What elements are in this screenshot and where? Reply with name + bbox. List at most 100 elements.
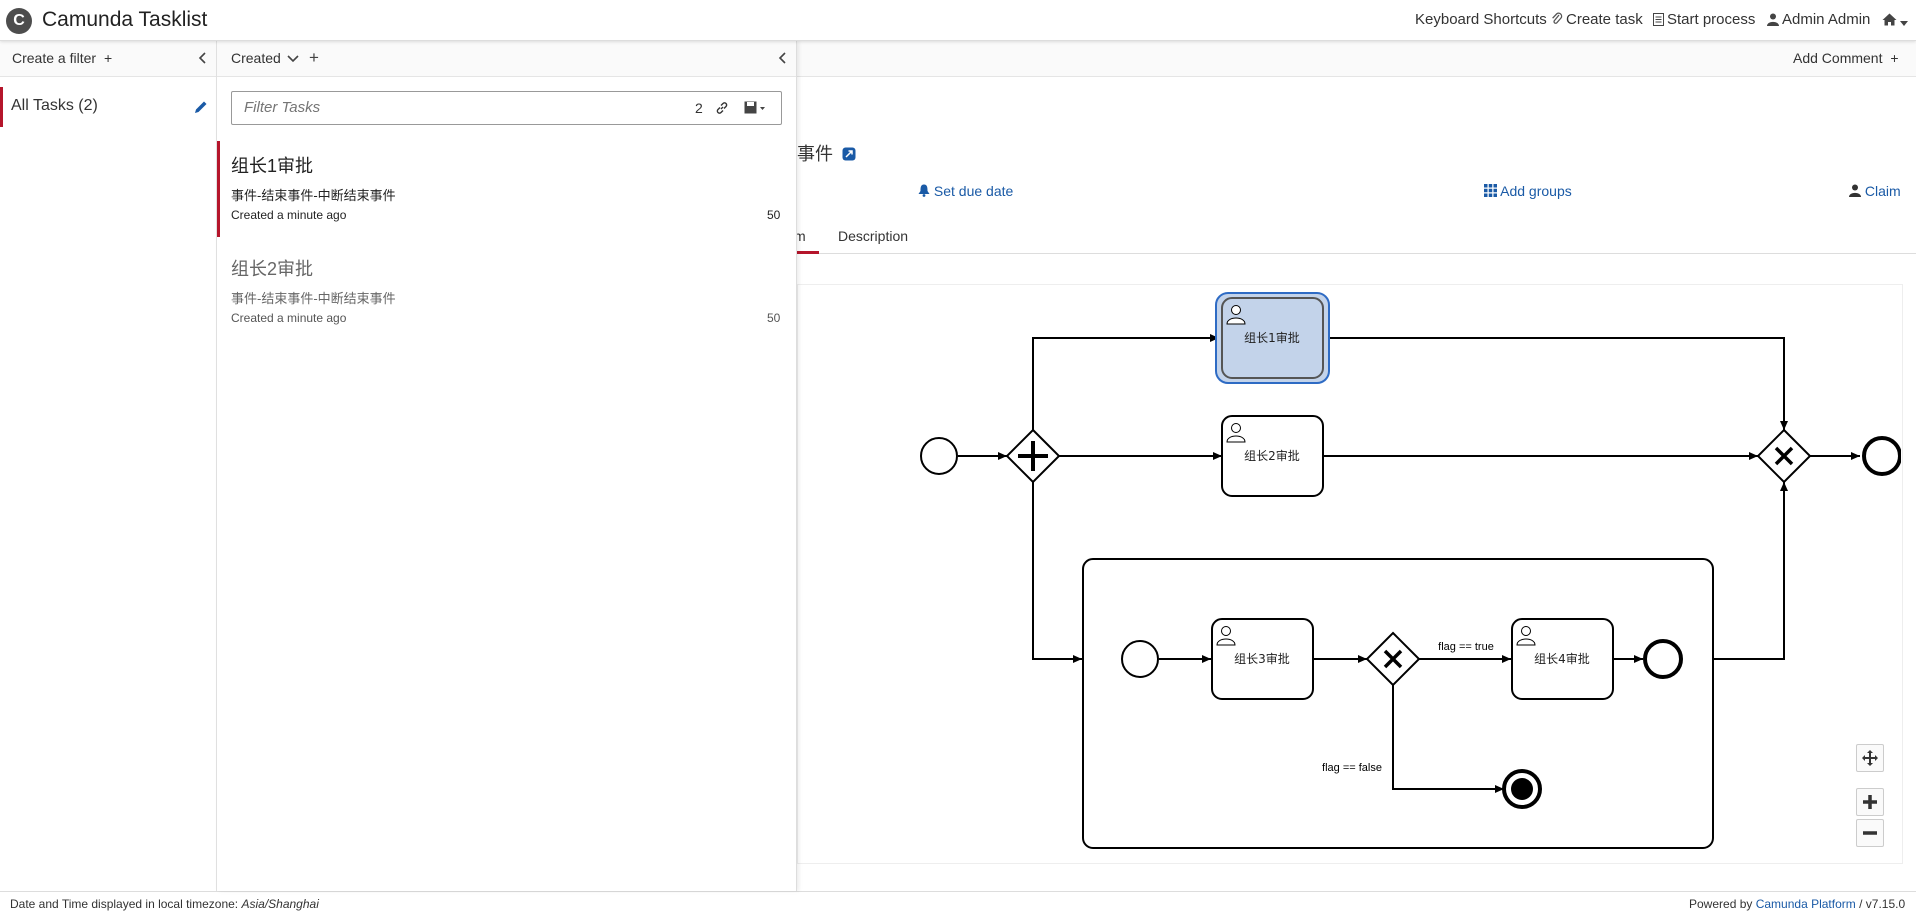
minus-icon: [1863, 831, 1877, 835]
start-process-label: Start process: [1667, 11, 1756, 28]
version-label: / v7.15.0: [1859, 897, 1906, 911]
task-list-panel: Created + 2 组长1审批 事件-结束事件-中断结束事件 Created…: [217, 41, 797, 891]
user-menu[interactable]: Admin Admin: [1767, 11, 1870, 28]
task-list-header: Created +: [217, 41, 796, 77]
reset-zoom-button[interactable]: [1856, 744, 1884, 772]
task-list-item[interactable]: 组长1审批 事件-结束事件-中断结束事件 Created a minute ag…: [217, 141, 796, 239]
end-event[interactable]: [1862, 436, 1901, 476]
pencil-icon[interactable]: [194, 100, 208, 114]
filter-tasks-input[interactable]: [232, 92, 696, 122]
task-label: 组长3审批: [1234, 651, 1290, 666]
user-task-2[interactable]: [1221, 415, 1324, 497]
footer: Date and Time displayed in local timezon…: [0, 891, 1916, 915]
powered-by: Powered by Camunda Platform / v7.15.0: [1689, 897, 1905, 911]
condition-label-false: flag == false: [1322, 762, 1382, 774]
timezone-label: Date and Time displayed in local timezon…: [10, 897, 239, 911]
add-comment-label: Add Comment: [1793, 50, 1883, 66]
document-icon: [1653, 13, 1664, 26]
paperclip-icon: [1552, 12, 1563, 24]
start-process-link[interactable]: Start process: [1653, 11, 1755, 28]
bpmn-canvas: 组长1审批 组长2审批 组长3审批 组长4审批 flag == true fla…: [920, 292, 1901, 849]
external-link-icon: [842, 147, 856, 161]
user-task-icon: [1226, 423, 1246, 443]
sequence-flow: [1032, 334, 1219, 430]
keyboard-shortcuts-link[interactable]: Keyboard Shortcuts: [1415, 11, 1547, 28]
zoom-in-button[interactable]: [1856, 788, 1884, 816]
top-navbar: C Camunda Tasklist Keyboard Shortcuts Cr…: [0, 0, 1916, 41]
process-definition-link[interactable]: 事件: [797, 140, 856, 166]
sort-label: Created: [231, 50, 281, 66]
caret-down-icon: [1900, 21, 1908, 26]
filters-header: Create a filter +: [0, 41, 216, 77]
start-event[interactable]: [920, 437, 958, 475]
user-icon: [1767, 13, 1779, 26]
save-search-icon[interactable]: [744, 101, 766, 115]
create-filter-button[interactable]: Create a filter +: [12, 50, 112, 66]
sequence-flow: [1713, 482, 1788, 660]
subprocess-end-event[interactable]: [1643, 639, 1683, 679]
task-label: 组长1审批: [1244, 330, 1300, 345]
bell-icon: [918, 184, 930, 197]
create-filter-label: Create a filter: [12, 50, 97, 66]
x-icon: [1383, 649, 1403, 669]
sort-dropdown[interactable]: Created: [231, 50, 299, 66]
subprocess-start-event[interactable]: [1121, 640, 1159, 678]
task-priority: 50: [767, 311, 781, 325]
task-created: Created a minute ago: [231, 208, 347, 222]
filter-item-label: All Tasks (2): [11, 97, 98, 114]
claim-button[interactable]: Claim: [1849, 183, 1901, 199]
sequence-flow: [1032, 482, 1082, 663]
filter-item-all-tasks[interactable]: All Tasks (2): [0, 87, 219, 127]
link-icon[interactable]: [715, 101, 729, 115]
selected-task-indicator: [217, 141, 220, 237]
claim-label: Claim: [1864, 183, 1901, 199]
task-priority: 50: [767, 208, 781, 222]
task-created: Created a minute ago: [231, 311, 347, 325]
home-menu[interactable]: [1882, 11, 1911, 28]
collapse-list-icon[interactable]: [778, 52, 786, 64]
collapse-filters-icon[interactable]: [198, 52, 206, 64]
terminate-dot: [1511, 778, 1533, 800]
add-groups-button[interactable]: Add groups: [1484, 183, 1572, 199]
user-task-icon: [1516, 626, 1536, 646]
home-icon: [1882, 13, 1897, 26]
task-label: 组长4审批: [1534, 651, 1590, 666]
sequence-flow: [1392, 685, 1504, 793]
task-process-name: 事件-结束事件-中断结束事件: [231, 291, 396, 306]
timezone-info: Date and Time displayed in local timezon…: [10, 897, 319, 911]
user-task-1[interactable]: [1221, 297, 1324, 379]
user-name: Admin Admin: [1782, 11, 1871, 28]
task-name: 组长1审批: [231, 156, 314, 176]
powered-by-label: Powered by: [1689, 897, 1753, 911]
user-icon: [1849, 184, 1861, 197]
task-list-item[interactable]: 组长2审批 事件-结束事件-中断结束事件 Created a minute ag…: [217, 244, 796, 342]
tab-description[interactable]: Description: [838, 228, 908, 244]
add-sort-plus-icon[interactable]: +: [309, 48, 319, 67]
search-count: 2: [695, 100, 703, 116]
camunda-logo: C: [6, 8, 32, 34]
set-due-date-label: Set due date: [933, 183, 1014, 199]
zoom-out-button[interactable]: [1856, 819, 1884, 847]
task-process-name: 事件-结束事件-中断结束事件: [231, 188, 396, 203]
user-task-icon: [1216, 626, 1236, 646]
add-groups-label: Add groups: [1500, 183, 1572, 199]
user-task-4[interactable]: [1511, 618, 1614, 700]
create-task-link[interactable]: Create task: [1551, 11, 1643, 28]
process-name-partial: 事件: [797, 144, 833, 164]
timezone-value: Asia/Shanghai: [241, 897, 319, 911]
app-title[interactable]: Camunda Tasklist: [42, 8, 208, 31]
camunda-platform-link[interactable]: Camunda Platform: [1755, 897, 1856, 911]
condition-label-true: flag == true: [1438, 641, 1494, 653]
active-tab-underline: [797, 251, 819, 254]
tabs-divider: [797, 253, 1916, 254]
add-comment-button[interactable]: Add Comment +: [1793, 50, 1899, 66]
filter-tasks-search[interactable]: 2: [231, 91, 782, 125]
sequence-flow: [1327, 337, 1788, 430]
task-name: 组长2审批: [231, 259, 314, 279]
set-due-date-button[interactable]: Set due date: [918, 183, 1013, 199]
sub-process[interactable]: [1082, 558, 1714, 849]
user-task-3[interactable]: [1211, 618, 1314, 700]
tab-diagram[interactable]: m: [794, 228, 806, 244]
plus-icon: +: [103, 50, 113, 66]
tab-diagram-label: m: [794, 228, 806, 244]
